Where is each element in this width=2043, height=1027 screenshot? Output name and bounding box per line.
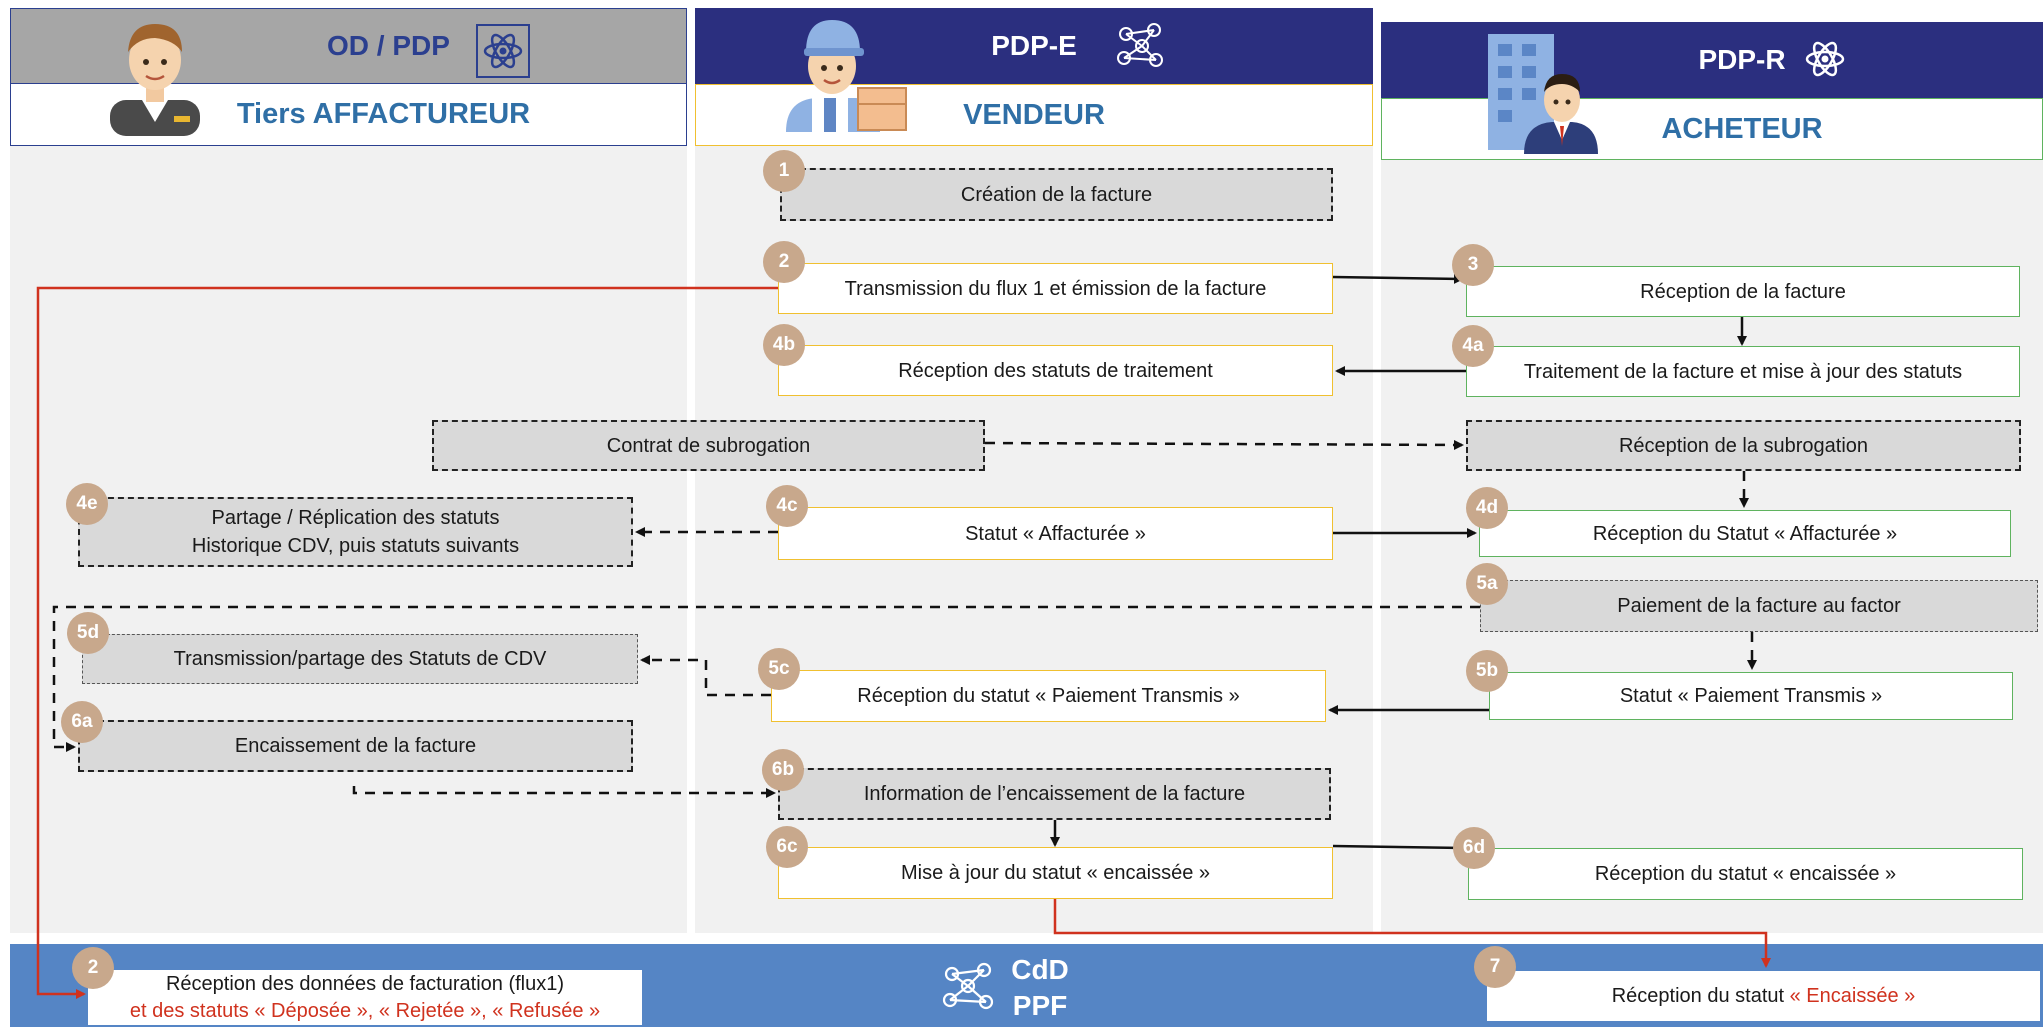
step-badge: 5d bbox=[67, 612, 109, 654]
step-label: Statut « Affacturée » bbox=[965, 522, 1146, 545]
step-traitement-facture: Traitement de la facture et mise à jour … bbox=[1466, 346, 2020, 397]
header-acheteur-actor-label: ACHETEUR bbox=[1661, 112, 1823, 145]
step-badge: 3 bbox=[1452, 244, 1494, 286]
step-label: Paiement de la facture au factor bbox=[1617, 595, 1901, 617]
step-badge: 2 bbox=[763, 241, 805, 283]
step-label: Transmission du flux 1 et émission de la… bbox=[844, 277, 1267, 300]
step-badge: 2 bbox=[72, 947, 114, 989]
step-reception-facture: Réception de la facture bbox=[1466, 266, 2020, 317]
step-label: Information de l’encaissement de la fact… bbox=[863, 783, 1246, 805]
step-label: Encaissement de la facture bbox=[234, 735, 477, 757]
step-label: Réception du statut « Paiement Transmis … bbox=[857, 685, 1240, 707]
ppf-title: CdD PPF bbox=[1000, 952, 1080, 1024]
header-acheteur-role: PDP-R bbox=[1381, 22, 2043, 98]
step-statut-paiement-transmis: Statut « Paiement Transmis » bbox=[1489, 672, 2013, 720]
step-badge: 6a bbox=[61, 701, 103, 743]
step-contrat-subrogation: Contrat de subrogation bbox=[432, 420, 985, 471]
step-label: Contrat de subrogation bbox=[606, 434, 811, 457]
businessman-avatar-icon bbox=[100, 12, 210, 136]
atom-icon bbox=[476, 24, 530, 78]
step-label: Réception de la subrogation bbox=[1618, 434, 1869, 457]
step-reception-statuts-traitement: Réception des statuts de traitement bbox=[778, 345, 1333, 396]
step-label: Traitement de la facture et mise à jour … bbox=[1523, 360, 1963, 383]
network-icon bbox=[1112, 20, 1168, 72]
step-label: Transmission/partage des Statuts de CDV bbox=[173, 648, 547, 670]
step-maj-statut-encaissee: Mise à jour du statut « encaissée » bbox=[778, 847, 1333, 899]
step-badge: 5c bbox=[758, 648, 800, 690]
step-ppf-reception-encaissee: Réception du statut « Encaissée » bbox=[1487, 971, 2040, 1021]
step-information-encaissement: Information de l’encaissement de la fact… bbox=[778, 768, 1331, 820]
step-label-line1: Partage / Réplication des statuts bbox=[211, 507, 500, 529]
step-ppf-reception-donnees: Réception des données de facturation (fl… bbox=[88, 970, 642, 1025]
step-label: Statut « Paiement Transmis » bbox=[1619, 685, 1883, 707]
step-label: Réception des statuts de traitement bbox=[898, 359, 1213, 382]
network-icon bbox=[938, 958, 998, 1014]
step-badge: 5b bbox=[1466, 650, 1508, 692]
step-badge: 6d bbox=[1453, 827, 1495, 869]
step-label-prefix: Réception du statut bbox=[1611, 985, 1785, 1007]
building-buyer-avatar-icon bbox=[1484, 30, 1604, 154]
step-badge: 1 bbox=[763, 150, 805, 192]
header-vendeur-role-label: PDP-E bbox=[991, 30, 1077, 61]
step-badge: 6b bbox=[762, 749, 804, 791]
delivery-person-avatar-icon bbox=[780, 14, 910, 132]
step-paiement-facture-factor: Paiement de la facture au factor bbox=[1480, 580, 2038, 632]
atom-icon bbox=[1800, 34, 1850, 84]
ppf-title-line1: CdD bbox=[1011, 954, 1069, 985]
step-badge: 4a bbox=[1452, 325, 1494, 367]
header-acheteur-role-label: PDP-R bbox=[1698, 44, 1786, 75]
step-transmission-flux1: Transmission du flux 1 et émission de la… bbox=[778, 263, 1333, 314]
column-acheteur-background bbox=[1381, 22, 2043, 933]
step-label: Réception de la facture bbox=[1640, 280, 1846, 303]
step-reception-statut-encaissee: Réception du statut « encaissée » bbox=[1468, 848, 2023, 900]
step-label: Mise à jour du statut « encaissée » bbox=[900, 862, 1211, 884]
ppf-title-line2: PPF bbox=[1012, 990, 1068, 1021]
step-badge: 4b bbox=[763, 324, 805, 366]
header-od-role-label: OD / PDP bbox=[327, 30, 450, 61]
step-label: Création de la facture bbox=[960, 183, 1153, 206]
step-label-line2: et des statuts « Déposée », « Rejetée »,… bbox=[129, 999, 601, 1022]
header-od-role: OD / PDP bbox=[10, 8, 687, 84]
step-reception-subrogation: Réception de la subrogation bbox=[1466, 420, 2021, 471]
header-acheteur-actor: ACHETEUR bbox=[1381, 98, 2043, 160]
step-label-line1: Réception des données de facturation (fl… bbox=[165, 972, 565, 995]
step-badge: 4e bbox=[66, 483, 108, 525]
step-encaissement-facture: Encaissement de la facture bbox=[78, 720, 633, 772]
step-badge: 4c bbox=[766, 485, 808, 527]
header-vendeur-actor-label: VENDEUR bbox=[963, 98, 1105, 131]
step-badge: 5a bbox=[1466, 563, 1508, 605]
step-creation-facture: Création de la facture bbox=[780, 168, 1333, 221]
step-label-highlight: « Encaissée » bbox=[1789, 985, 1916, 1007]
step-transmission-statuts-cdv: Transmission/partage des Statuts de CDV bbox=[82, 634, 638, 684]
step-statut-affacturee: Statut « Affacturée » bbox=[778, 507, 1333, 560]
step-partage-replication-statuts: Partage / Réplication des statuts Histor… bbox=[78, 497, 633, 567]
step-label-line2: Historique CDV, puis statuts suivants bbox=[191, 535, 520, 557]
step-badge: 4d bbox=[1466, 487, 1508, 529]
step-badge: 7 bbox=[1474, 946, 1516, 988]
step-label: Réception du Statut « Affacturée » bbox=[1592, 522, 1898, 545]
header-od-actor-label: Tiers AFFACTUREUR bbox=[236, 98, 531, 130]
step-reception-paiement-transmis: Réception du statut « Paiement Transmis … bbox=[771, 670, 1326, 722]
step-badge: 6c bbox=[766, 826, 808, 868]
step-reception-statut-affacturee: Réception du Statut « Affacturée » bbox=[1479, 510, 2011, 557]
step-label: Réception du statut « encaissée » bbox=[1594, 863, 1897, 885]
